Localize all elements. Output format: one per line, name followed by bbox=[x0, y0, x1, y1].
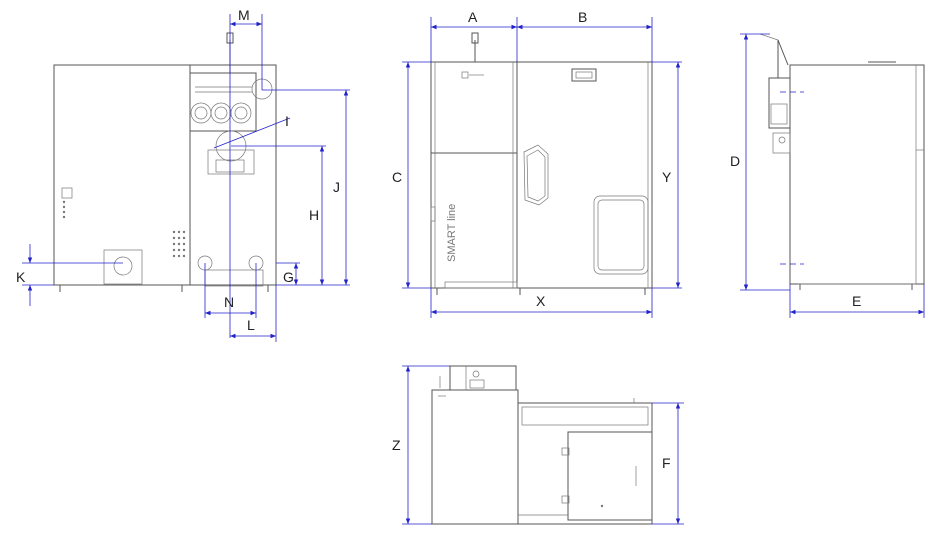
fan-icon bbox=[210, 102, 232, 124]
display-panel bbox=[571, 68, 597, 82]
top-view-cap bbox=[449, 365, 517, 391]
dim-label-b: B bbox=[578, 9, 587, 25]
right-view-body bbox=[789, 64, 925, 285]
dim-label-f: F bbox=[662, 455, 671, 471]
inspection-door bbox=[593, 195, 649, 275]
side-view-right: D E bbox=[730, 33, 925, 318]
top-view-left-body bbox=[431, 389, 519, 525]
brand-text: SMART line bbox=[446, 204, 458, 262]
dim-label-h: H bbox=[309, 207, 319, 223]
dim-label-n: N bbox=[224, 294, 234, 310]
fan-icon bbox=[190, 102, 212, 124]
fan-icon bbox=[230, 102, 252, 124]
front-view-body bbox=[430, 61, 653, 289]
fan-module bbox=[768, 77, 791, 129]
dim-label-k: K bbox=[16, 269, 26, 285]
top-view-right-body bbox=[517, 402, 653, 525]
front-view: SMART line A B C Y X bbox=[392, 9, 682, 318]
dim-label-i: I bbox=[285, 113, 289, 129]
dim-label-a: A bbox=[468, 9, 478, 25]
dim-label-y: Y bbox=[662, 169, 672, 185]
dim-label-j: J bbox=[333, 179, 340, 195]
dim-label-d: D bbox=[730, 153, 740, 169]
dim-label-c: C bbox=[392, 169, 402, 185]
connector-icon bbox=[61, 187, 73, 199]
dim-label-z: Z bbox=[392, 437, 401, 453]
top-view-door bbox=[567, 431, 653, 521]
side-window bbox=[523, 144, 549, 206]
connector-box bbox=[772, 132, 791, 154]
dim-label-l: L bbox=[247, 317, 255, 333]
dim-label-m: M bbox=[238, 7, 250, 23]
bottom-outlet bbox=[113, 256, 133, 276]
side-view-left: M I J H G K N L bbox=[16, 7, 350, 342]
side-view-body bbox=[53, 64, 277, 286]
vent-dots bbox=[62, 200, 186, 258]
dim-label-g: G bbox=[283, 269, 294, 285]
dim-label-x: X bbox=[536, 293, 546, 309]
fan-panel bbox=[189, 72, 257, 132]
top-view: Z F bbox=[392, 365, 684, 525]
dim-label-e: E bbox=[852, 293, 861, 309]
logo-icon bbox=[461, 71, 469, 79]
